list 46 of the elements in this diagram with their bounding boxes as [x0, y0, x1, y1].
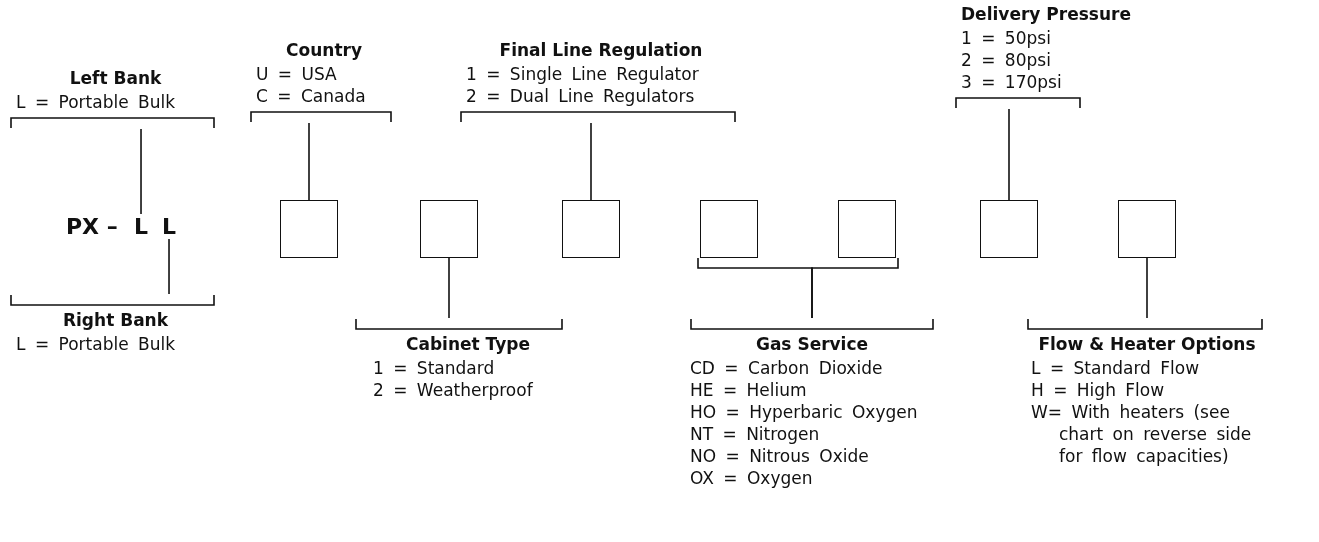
code-option: W= With heaters (see chart on reverse side for flow capacities)	[1031, 401, 1263, 467]
connector-line	[1146, 257, 1148, 319]
code-letter: L	[134, 214, 149, 239]
connector-line	[448, 257, 450, 319]
code-option: 1 = Standard	[373, 357, 563, 379]
part-number-prefix: PX –	[66, 214, 118, 239]
field-heading: Right Bank	[62, 310, 169, 330]
code-option: OX = Oxygen	[690, 467, 934, 489]
code-option: L = Standard Flow	[1031, 357, 1263, 379]
code-box	[1118, 200, 1176, 258]
code-option: 2 = Dual Line Regulators	[466, 85, 736, 107]
field-heading: Gas Service	[755, 334, 869, 354]
code-option: 1 = Single Line Regulator	[466, 63, 736, 85]
code-box	[562, 200, 620, 258]
code-letter: L	[162, 214, 177, 239]
code-box	[420, 200, 478, 258]
connector-line	[590, 122, 592, 201]
code-option: H = High Flow	[1031, 379, 1263, 401]
code-option: HO = Hyperbaric Oxygen	[690, 401, 934, 423]
code-box	[838, 200, 896, 258]
code-option: HE = Helium	[690, 379, 934, 401]
code-option: CD = Carbon Dioxide	[690, 357, 934, 379]
connector-line	[140, 128, 142, 215]
connector-line	[308, 122, 310, 201]
code-option: 2 = 80psi	[961, 49, 1081, 71]
code-option: 3 = 170psi	[961, 71, 1081, 93]
field-heading: Delivery Pressure	[961, 4, 1131, 24]
field-heading: Left Bank	[69, 68, 162, 88]
field-heading: Flow & Heater Options	[1038, 334, 1256, 354]
field-heading: Cabinet Type	[406, 334, 530, 354]
code-option: C = Canada	[256, 85, 392, 107]
code-option: NO = Nitrous Oxide	[690, 445, 934, 467]
connector-line	[1008, 108, 1010, 201]
code-option: U = USA	[256, 63, 392, 85]
code-box	[700, 200, 758, 258]
code-option: NT = Nitrogen	[690, 423, 934, 445]
field-heading: Country	[286, 40, 362, 60]
code-box	[280, 200, 338, 258]
code-option: 2 = Weatherproof	[373, 379, 563, 401]
connector-line	[168, 238, 170, 295]
field-heading: Final Line Regulation	[499, 40, 703, 60]
code-option: L = Portable Bulk	[16, 333, 215, 355]
connector-line	[811, 257, 899, 319]
code-option: 1 = 50psi	[961, 27, 1081, 49]
code-box	[980, 200, 1038, 258]
code-option: L = Portable Bulk	[16, 91, 215, 113]
